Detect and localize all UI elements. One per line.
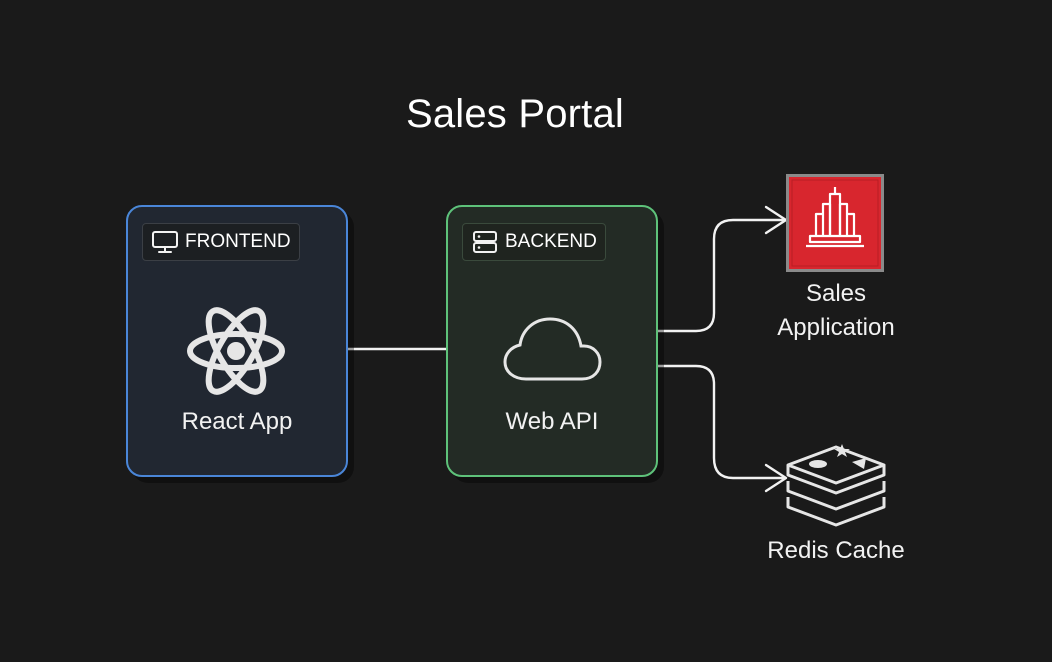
server-icon: [473, 231, 497, 253]
frontend-group: FRONTEND React App: [126, 205, 348, 477]
diagram-title: Sales Portal: [405, 92, 625, 136]
frontend-tag-label: FRONTEND: [185, 231, 291, 252]
monitor-icon: [152, 231, 178, 253]
sales-application-label: Sales Application: [777, 280, 895, 341]
edge-api-to-sales: [598, 218, 786, 333]
backend-tag-label: BACKEND: [505, 231, 597, 252]
cloud-icon: [503, 317, 602, 381]
web-api-label: Web API: [505, 408, 599, 435]
react-icon: [187, 307, 285, 395]
backend-tag: BACKEND: [462, 223, 606, 261]
frontend-tag: FRONTEND: [142, 223, 300, 261]
redis-cache-label: Redis Cache: [767, 537, 905, 564]
backend-group: BACKEND Web API: [446, 205, 658, 477]
sales-app-icon: [786, 174, 884, 272]
react-app-label: React App: [181, 408, 293, 435]
redis-icon: [786, 444, 886, 527]
edge-api-to-redis: [598, 364, 786, 480]
edge-api-to-redis-arrowhead: [764, 463, 788, 493]
